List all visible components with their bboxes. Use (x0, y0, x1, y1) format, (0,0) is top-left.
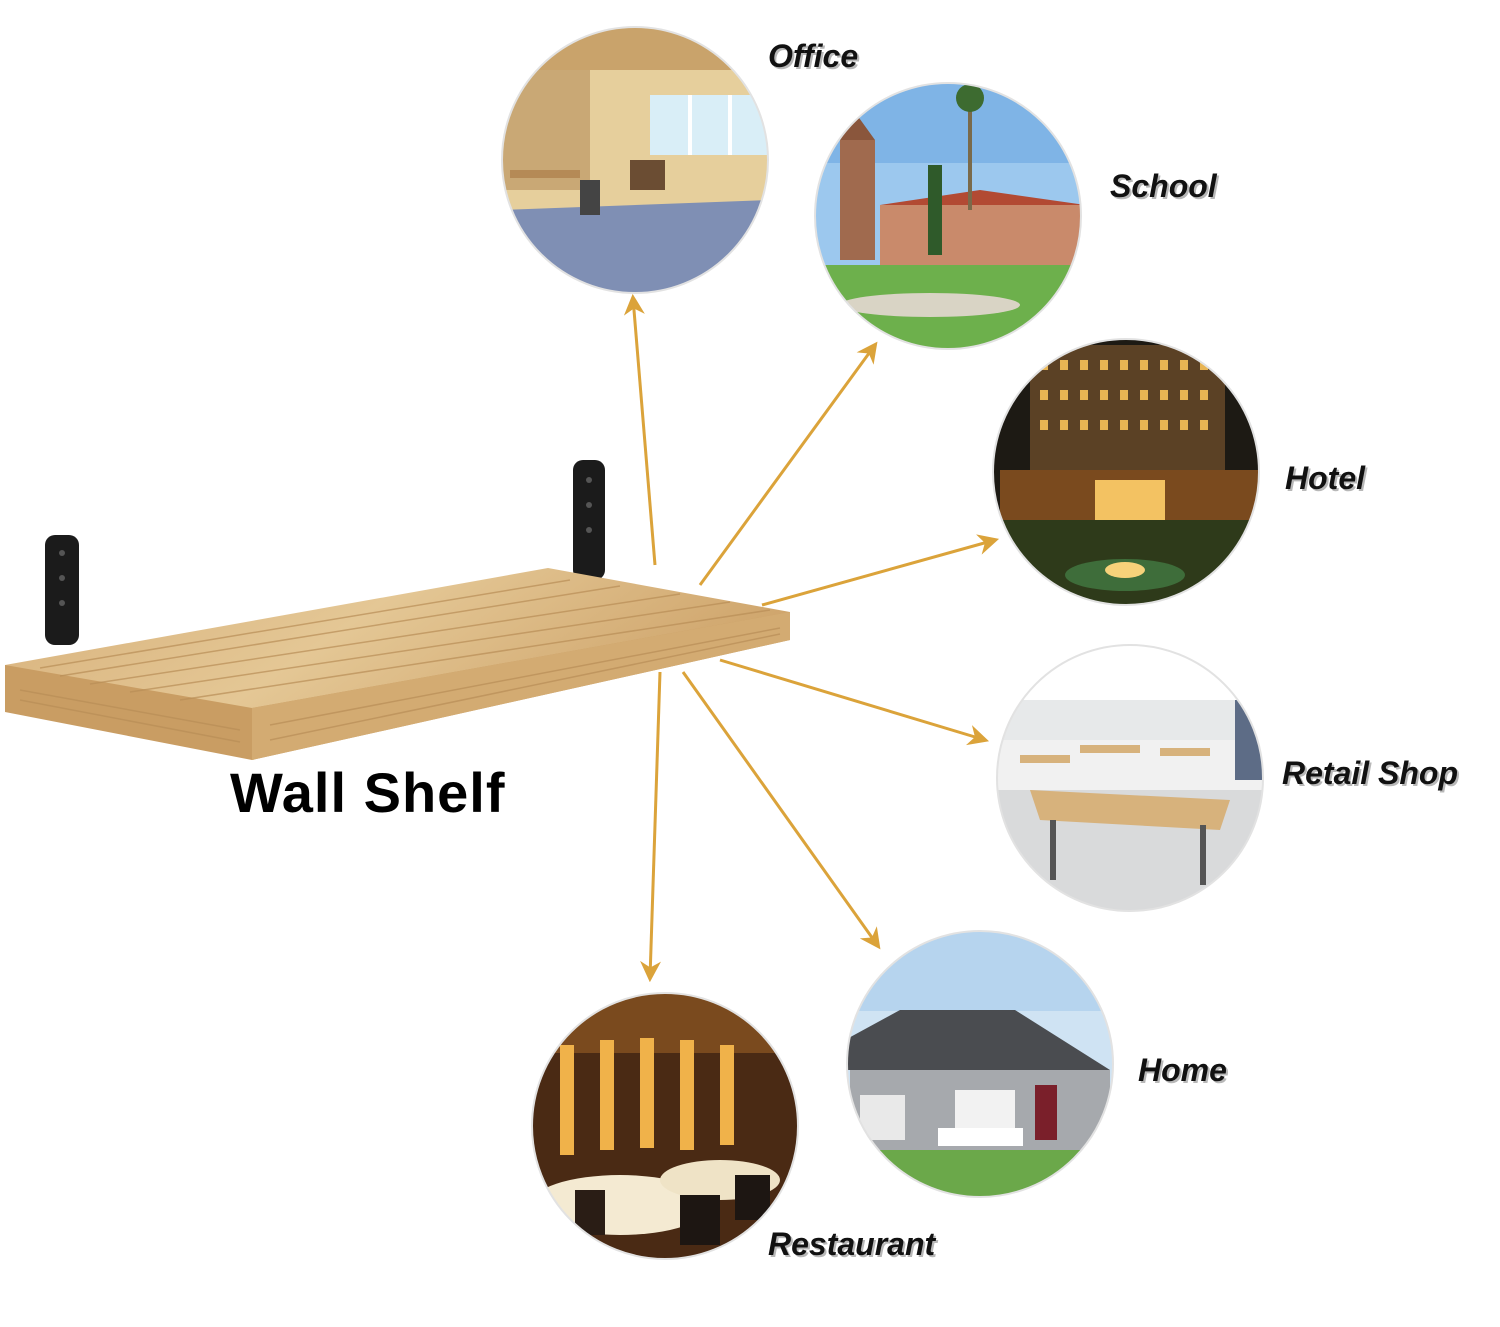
label-office: Office (768, 38, 859, 74)
arrow-office (623, 293, 657, 566)
diagram-title: Wall Shelf (230, 761, 506, 824)
wall-shelf-illustration (5, 460, 790, 760)
bracket-left (45, 535, 79, 645)
retail-shop-scene-icon (996, 644, 1264, 912)
office-scene-icon (501, 26, 769, 294)
label-home: Home (1138, 1052, 1227, 1088)
arrow-home (681, 671, 881, 950)
hotel-scene-icon (992, 338, 1260, 606)
restaurant-scene-icon (531, 992, 799, 1260)
arrows (623, 293, 1000, 983)
label-school: School (1110, 168, 1217, 204)
label-hotel: Hotel (1285, 460, 1365, 496)
bracket-right (573, 460, 605, 580)
home-scene-icon (846, 930, 1114, 1198)
arrow-school (698, 341, 878, 586)
arrow-retail (719, 658, 990, 746)
arrow-restaurant (640, 671, 662, 983)
arrow-hotel (761, 534, 1000, 607)
school-scene-icon (814, 82, 1082, 350)
label-retail-shop: Retail Shop (1282, 755, 1459, 791)
label-restaurant: Restaurant (768, 1226, 936, 1262)
